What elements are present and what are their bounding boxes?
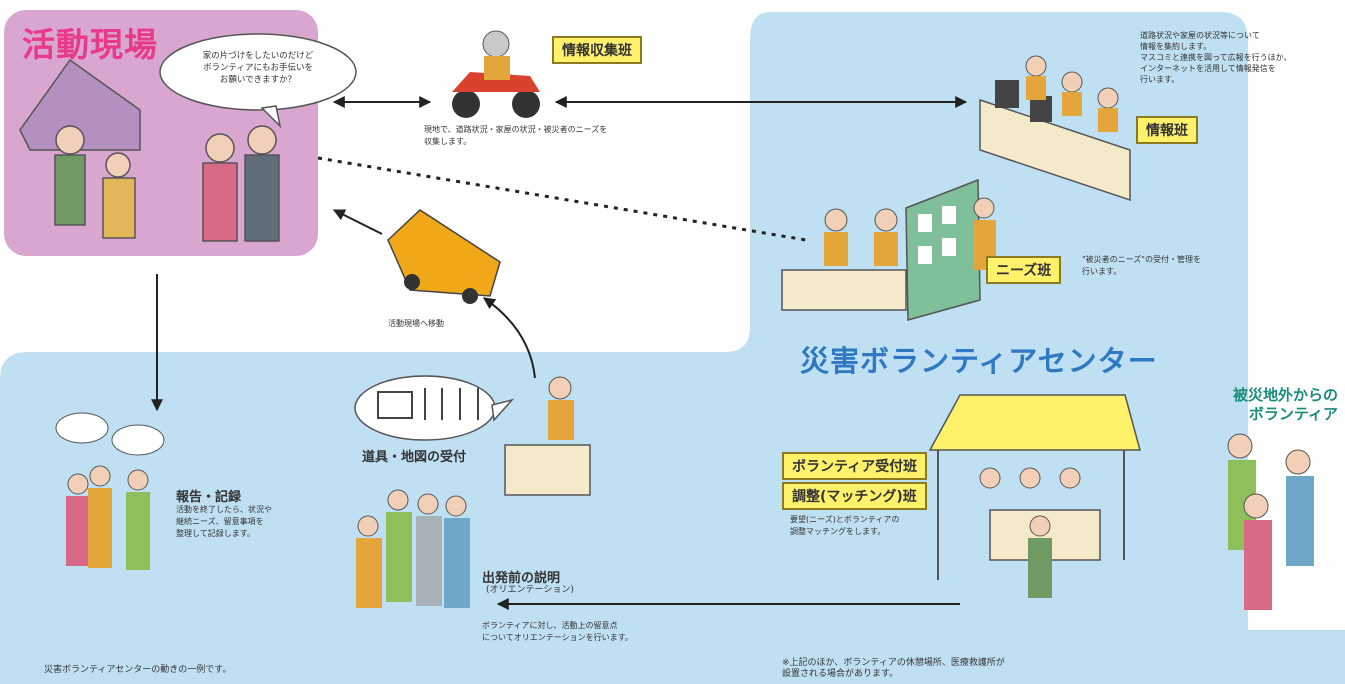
needs-team-label: ニーズ班 — [986, 256, 1062, 284]
site-people-illustration — [19, 58, 280, 242]
dotted-site-needs — [317, 156, 807, 242]
outside-volunteers-title: 被災地外からの ボランティア — [1232, 386, 1338, 423]
report-title: 報告・記録 — [176, 490, 242, 505]
tools-icons — [377, 388, 479, 420]
motorcycle-illustration — [452, 30, 540, 118]
center-title: 災害ボランティアセンター — [800, 344, 1158, 378]
orientation-people-illustration — [356, 489, 470, 608]
footer-right: ※上記のほか、ボランティアの休憩場所、医療救護所が 設置される場合があります。 — [782, 658, 1005, 679]
orientation-desc: ボランティアに対し、活動上の留意点 についてオリエンテーションを行います。 — [482, 621, 633, 642]
footer-left: 災害ボランティアセンターの動きの一例です。 — [44, 665, 232, 675]
info-collection-desc: 現地で、道路状況・家屋の状況・被災者のニーズを 収集します。 — [424, 125, 608, 146]
needs-team-desc: "被災者のニーズ"の受付・管理を 行います。 — [1082, 255, 1201, 276]
reception-label: ボランティア受付班 — [782, 452, 928, 480]
info-collection-label: 情報収集班 — [552, 36, 642, 64]
needs-team-illustration — [781, 178, 996, 321]
move-desc: 活動現場へ移動 — [388, 319, 444, 328]
outside-volunteers-illustration — [1227, 433, 1314, 610]
arrow-bus-site — [332, 209, 383, 235]
arrow-tools-bus — [483, 297, 536, 379]
info-team-label: 情報班 — [1136, 116, 1198, 144]
info-team-desc: 道路状況や家屋の状況等について 情報を集約します。 マスコミと連携を図って広報を… — [1140, 31, 1292, 84]
reception-desc: 要望(ニーズ)とボランティアの 調整マッチングをします。 — [790, 515, 900, 536]
bus-illustration — [387, 209, 501, 304]
report-people-illustration — [55, 412, 165, 570]
matching-label: 調整(マッチング)班 — [782, 482, 927, 510]
speech-bubble — [159, 33, 357, 111]
orientation-title: 出発前の説明 — [482, 571, 561, 586]
tools-title: 道具・地図の受付 — [362, 450, 467, 465]
tools-desk-illustration — [504, 376, 591, 496]
activity-site-title: 活動現場 — [22, 25, 158, 64]
reception-tent-illustration — [928, 394, 1141, 598]
report-desc: 活動を終了したら、状況や 継続ニーズ、留意事項を 整理して記録します。 — [176, 505, 272, 538]
orientation-subtitle: (オリエンテーション) — [486, 585, 574, 595]
info-team-illustration — [979, 55, 1131, 202]
speech-bubble-text: 家の片づけをしたいのだけど ボランティアにもお手伝いを お願いできますか？ — [202, 51, 314, 85]
